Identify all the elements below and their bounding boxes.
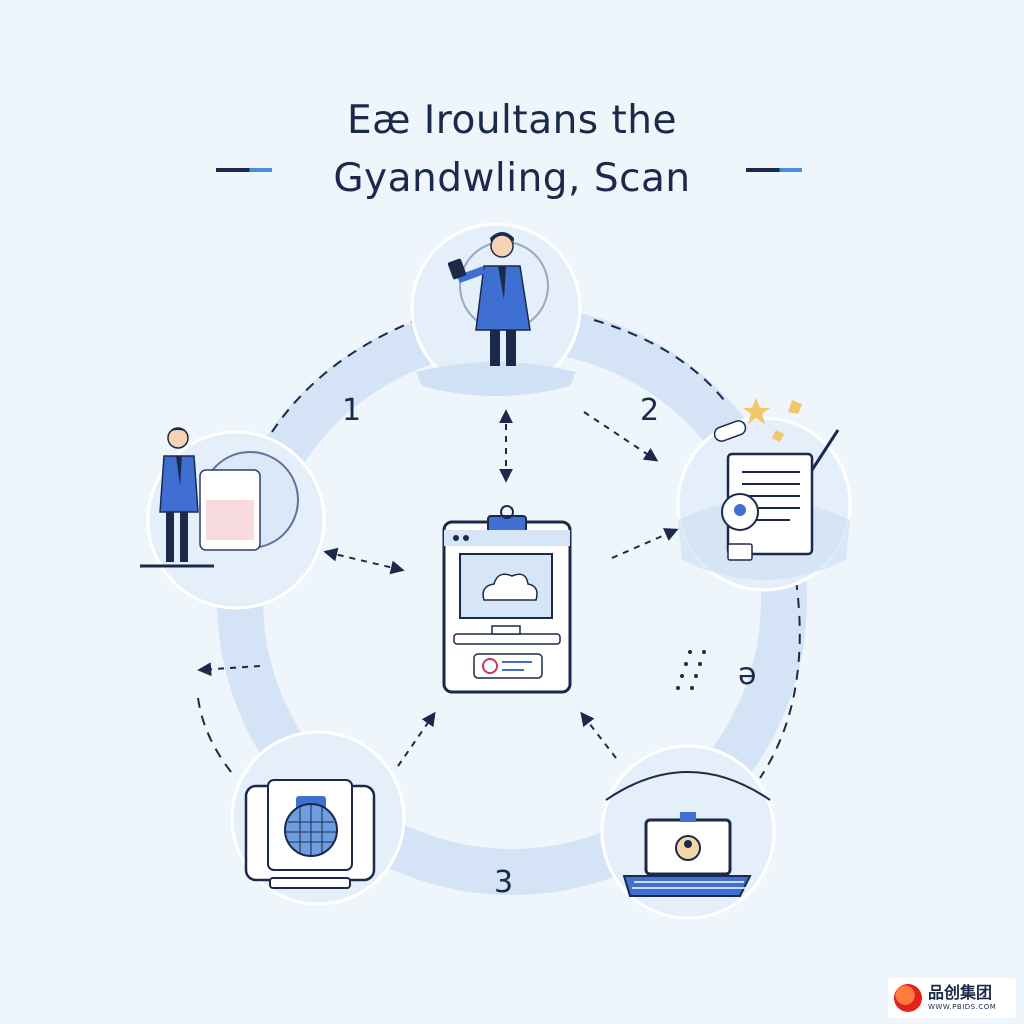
node-top bbox=[410, 222, 582, 396]
star-icon bbox=[743, 398, 770, 424]
node-right bbox=[676, 398, 852, 592]
node-center bbox=[442, 505, 572, 694]
title-line-2: Gyandwling, Scan bbox=[333, 156, 691, 201]
title-dash-right bbox=[746, 168, 802, 172]
node-bottom-left bbox=[230, 730, 406, 906]
diagram-title: Eæ Iroultans the Gyandwling, Scan bbox=[0, 92, 1024, 208]
node-bottom-right bbox=[600, 744, 776, 920]
node-left bbox=[140, 427, 326, 610]
dotted-marks bbox=[676, 650, 706, 690]
step-label-2: 2 bbox=[640, 393, 659, 428]
cloud-icon bbox=[482, 573, 538, 601]
businesswoman-icon bbox=[140, 427, 214, 568]
title-dash-left bbox=[216, 168, 272, 172]
step-label-1: 1 bbox=[342, 393, 361, 428]
brand-logo-icon bbox=[894, 984, 922, 1012]
connector-arrows bbox=[197, 409, 679, 767]
step-label-3a: ə bbox=[738, 657, 756, 692]
step-label-3: 3 bbox=[494, 865, 513, 900]
outer-orbit bbox=[197, 319, 801, 779]
fingerprint-icon bbox=[482, 658, 498, 674]
businessman-icon bbox=[447, 232, 531, 366]
watermark-sub: WWW.PBIDS.COM bbox=[928, 1003, 997, 1011]
title-line-1: Eæ Iroultans the bbox=[346, 98, 678, 143]
watermark-badge: 品创集团 WWW.PBIDS.COM bbox=[888, 978, 1016, 1018]
pen-icon bbox=[810, 429, 840, 471]
watermark-main: 品创集团 bbox=[928, 983, 993, 1002]
